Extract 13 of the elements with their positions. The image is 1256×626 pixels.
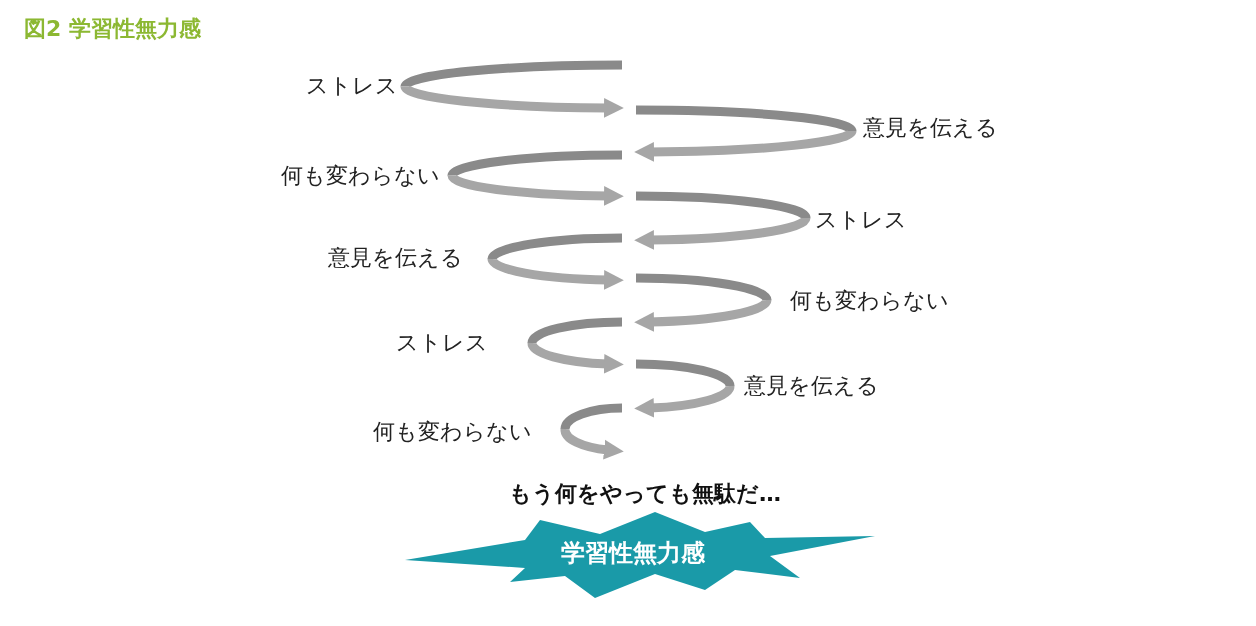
spiral-label: 何も変わらない [281,162,440,190]
burst-text: 学習性無力感 [560,538,705,570]
spiral-label: 意見を伝える [328,244,463,272]
spiral-label: ストレス [815,206,907,234]
figure-title: 図2 学習性無力感 [24,16,201,43]
conclusion-text: もう何をやっても無駄だ… [509,480,781,508]
spiral-label: 何も変わらない [373,418,532,446]
spiral-label: 何も変わらない [790,287,949,315]
spiral-label: ストレス [306,72,398,100]
spiral-label: ストレス [396,329,488,357]
starburst-shape [405,512,875,598]
spiral-label: 意見を伝える [744,372,879,400]
spiral-label: 意見を伝える [863,114,998,142]
